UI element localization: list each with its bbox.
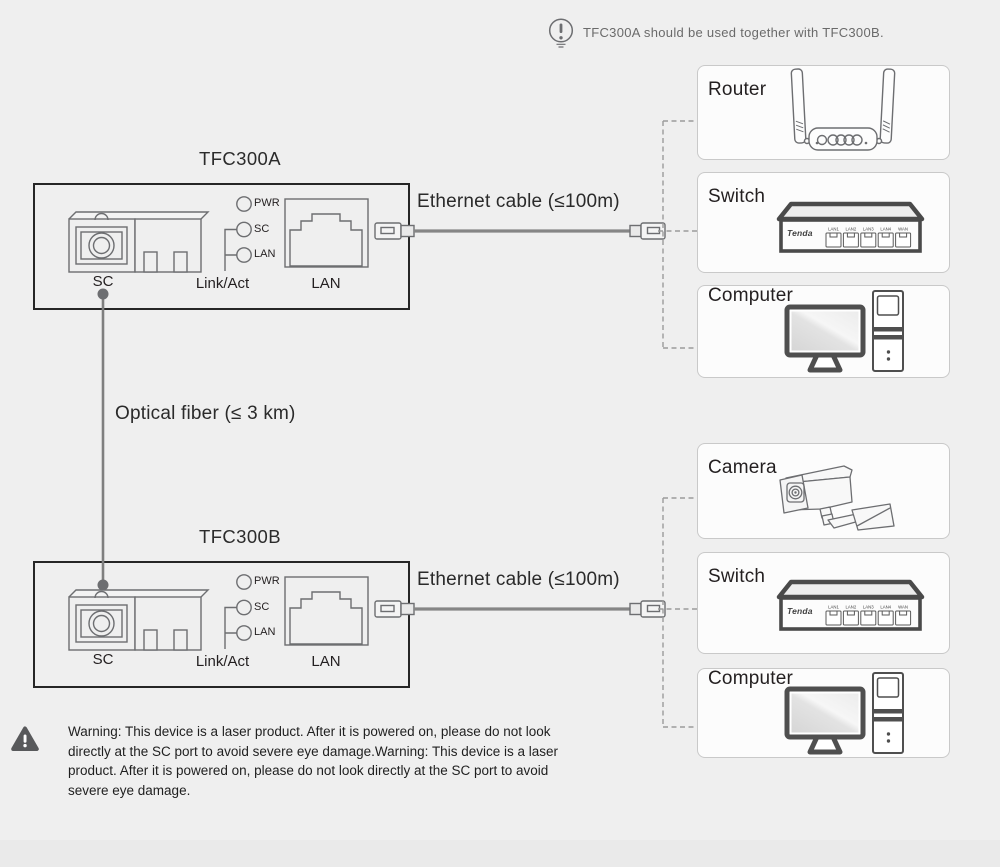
ethernet-cable-label-bottom: Ethernet cable (≤100m) xyxy=(417,569,620,590)
linkact-label: Link/Act xyxy=(195,275,250,292)
led-label-lan: LAN xyxy=(254,626,276,638)
optical-fiber-line xyxy=(97,288,109,591)
panel-camera: Camera xyxy=(697,443,950,539)
panel-switch-top: Switch xyxy=(697,172,950,273)
warning-text: Warning: This device is a laser product.… xyxy=(68,722,648,800)
note-text: TFC300A should be used together with TFC… xyxy=(583,25,884,40)
footer-band xyxy=(0,840,1000,867)
dashed-link-top-group xyxy=(658,120,697,349)
warning-line: severe eye damage. xyxy=(68,782,191,798)
panel-label-camera: Camera xyxy=(708,457,777,478)
panel-computer-top: Computer xyxy=(697,285,950,378)
lan-port-label: LAN xyxy=(311,275,341,292)
led-label-pwr: PWR xyxy=(254,575,280,587)
warning-icon xyxy=(11,726,39,751)
sc-port-label: SC xyxy=(92,651,114,668)
converter-a-title: TFC300A xyxy=(199,148,281,169)
warning-line: product. After it is powered on, please … xyxy=(68,763,549,779)
led-label-sc: SC xyxy=(254,223,270,235)
led-label-pwr: PWR xyxy=(254,197,280,209)
sc-port-label: SC xyxy=(92,273,114,290)
panel-label-switch-bottom: Switch xyxy=(708,566,766,587)
panel-computer-bottom: Computer xyxy=(697,668,950,758)
linkact-label: Link/Act xyxy=(195,653,250,670)
lan-port-label: LAN xyxy=(311,653,341,670)
panel-label-router: Router xyxy=(708,79,767,100)
panel-label-switch-top: Switch xyxy=(708,186,766,207)
ethernet-cable-label-top: Ethernet cable (≤100m) xyxy=(417,191,620,212)
warning-line: Warning: This device is a laser product.… xyxy=(68,724,551,739)
panel-router: Router xyxy=(697,65,950,160)
alert-icon xyxy=(548,18,574,48)
dashed-link-bottom-group xyxy=(658,497,697,728)
panel-label-computer-top: Computer xyxy=(708,285,794,306)
led-label-sc: SC xyxy=(254,601,270,613)
converter-b-title: TFC300B xyxy=(199,526,281,547)
panel-switch-bottom: Switch xyxy=(697,552,950,654)
optical-fiber-label: Optical fiber (≤ 3 km) xyxy=(115,403,296,424)
led-label-lan: LAN xyxy=(254,248,276,260)
panel-label-computer-bottom: Computer xyxy=(708,668,794,689)
warning-line: directly at the SC port to avoid severe … xyxy=(68,743,558,759)
